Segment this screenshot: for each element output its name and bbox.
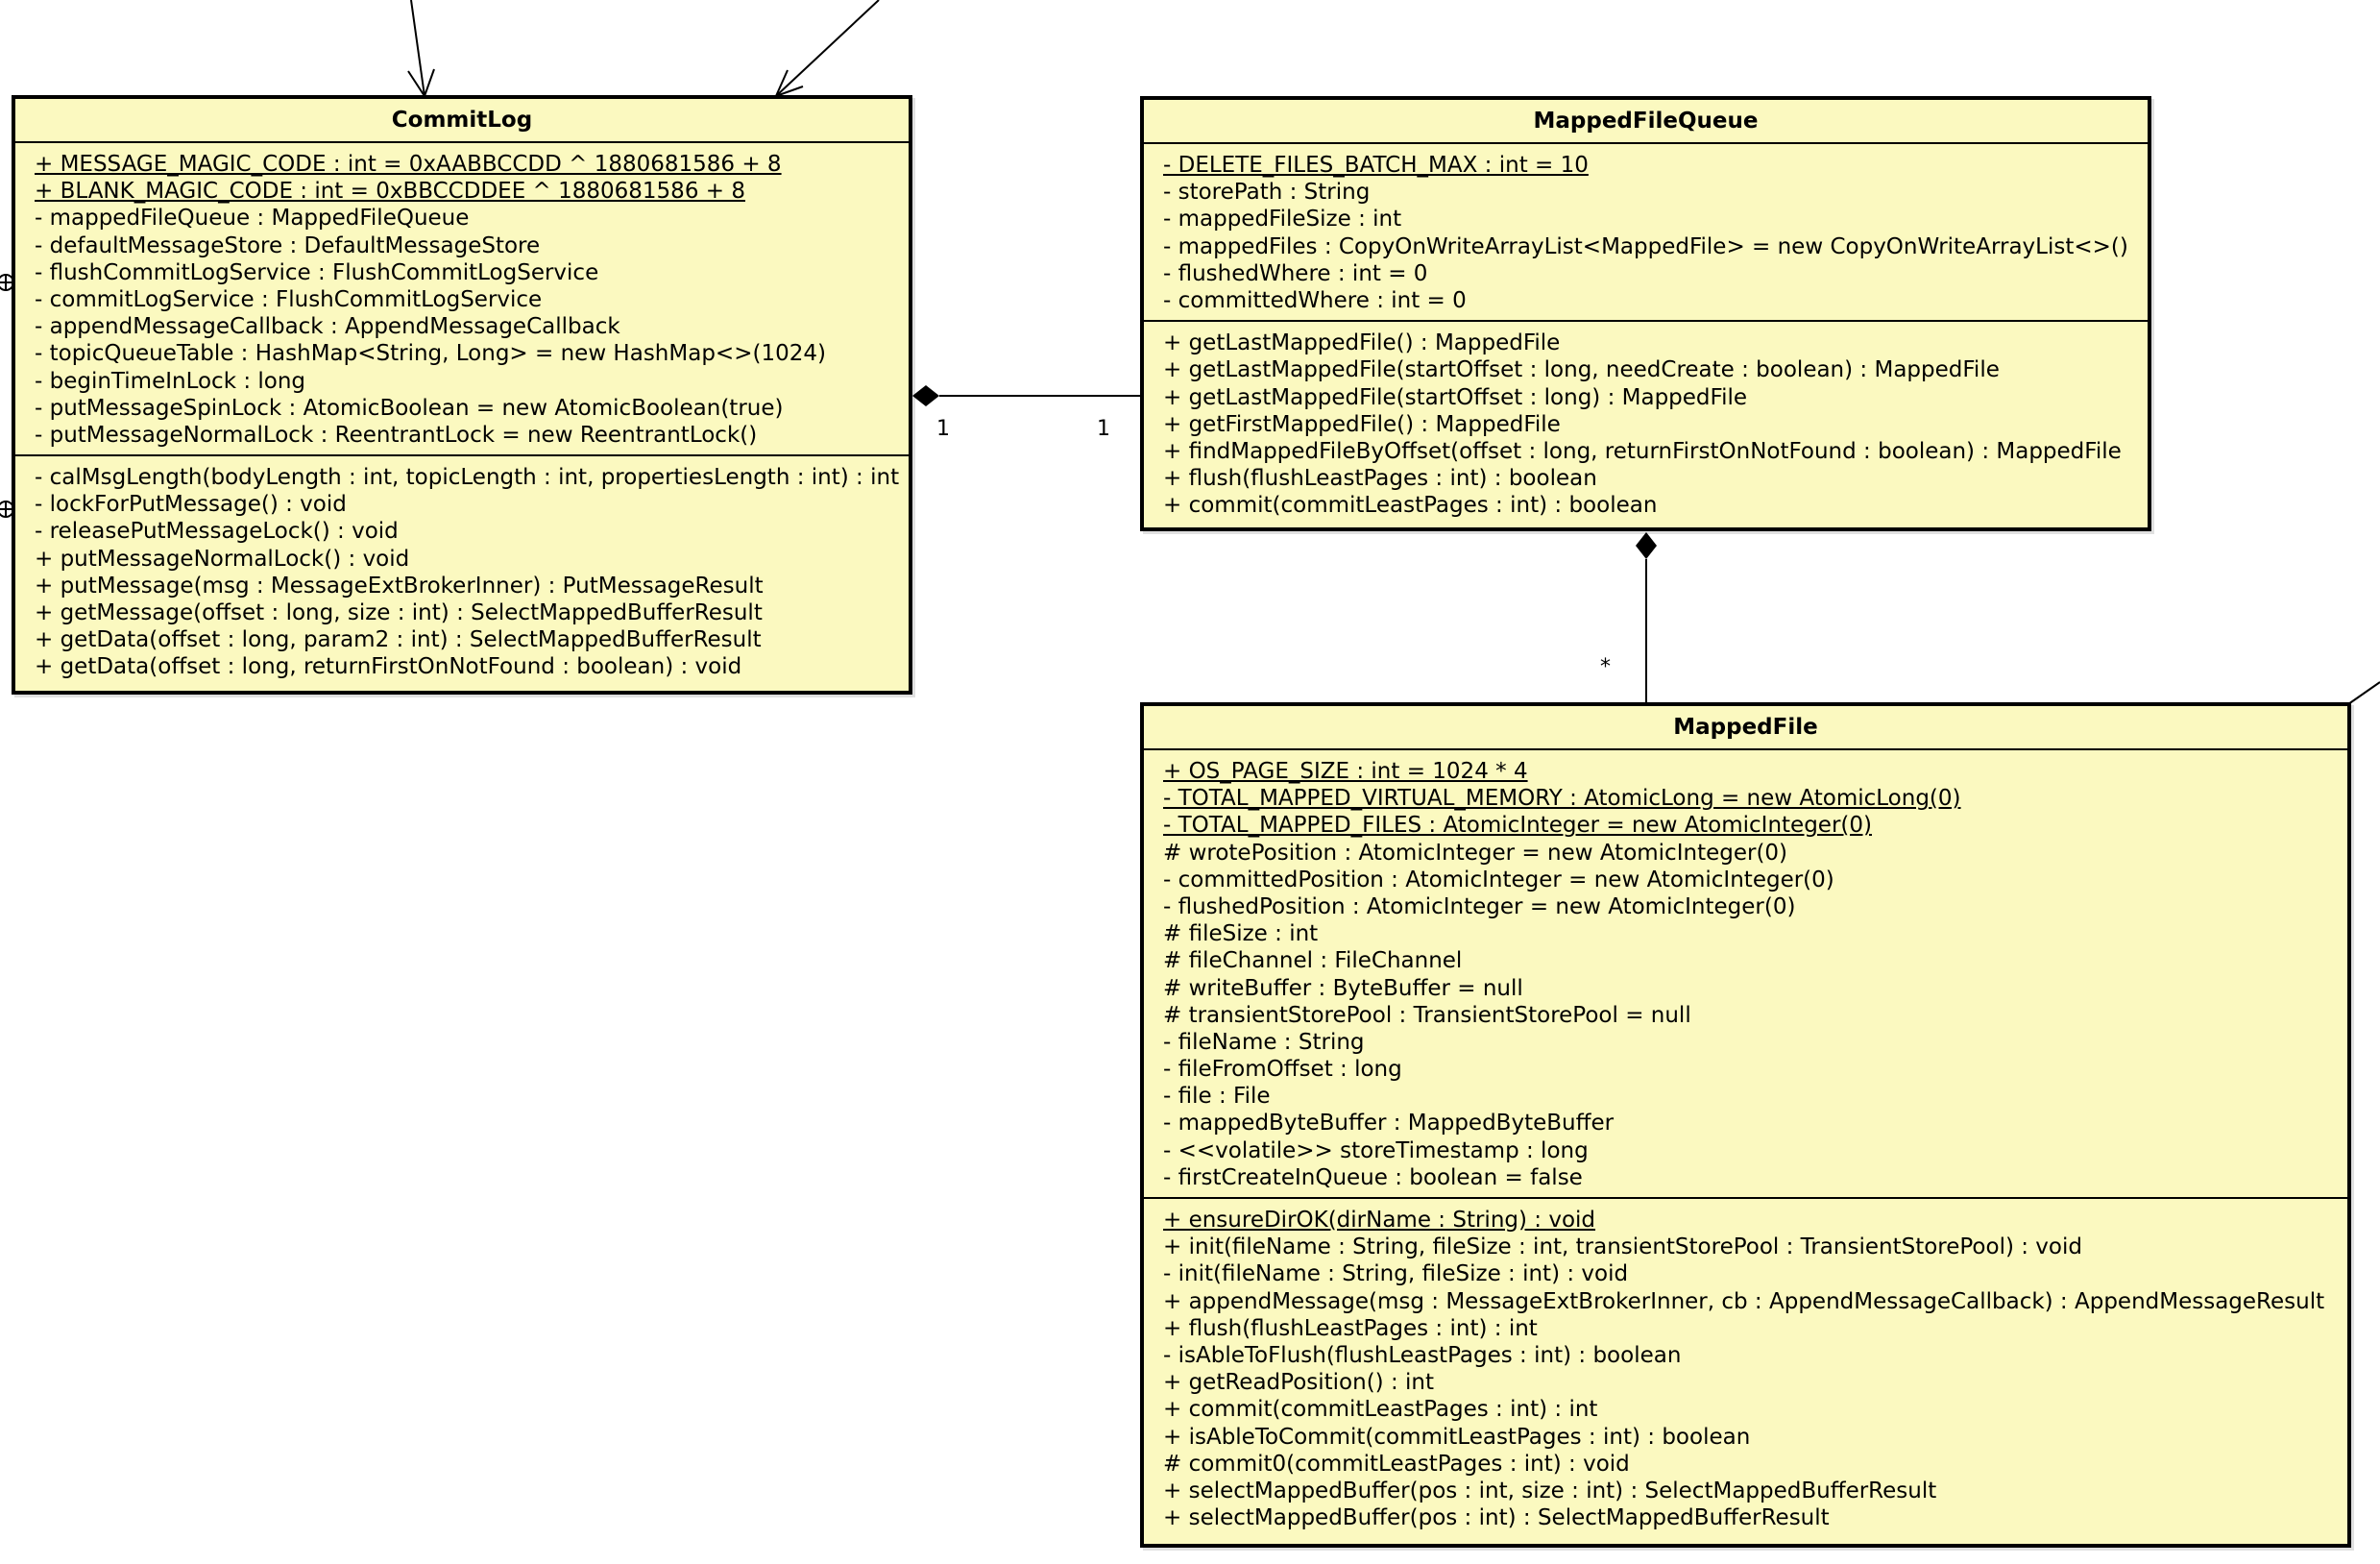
- class-commitlog[interactable]: CommitLog + MESSAGE_MAGIC_CODE : int = 0…: [12, 95, 912, 695]
- operation: + putMessage(msg : MessageExtBrokerInner…: [35, 573, 764, 599]
- operation: - lockForPutMessage() : void: [35, 492, 347, 518]
- operations-compartment: - calMsgLength(bodyLength : int, topicLe…: [15, 456, 909, 687]
- multiplicity-commitlog-end: 1: [936, 417, 950, 441]
- operations-compartment: + ensureDirOK(dirName : String) : void+ …: [1144, 1199, 2347, 1537]
- operation: + getLastMappedFile(startOffset : long) …: [1163, 384, 1748, 410]
- attribute: # fileChannel : FileChannel: [1163, 948, 1463, 974]
- operation: + getMessage(offset : long, size : int) …: [35, 600, 763, 625]
- attribute: - TOTAL_MAPPED_FILES : AtomicInteger = n…: [1163, 813, 1872, 839]
- operation: + getLastMappedFile() : MappedFile: [1163, 330, 1561, 356]
- operation: + getData(offset : long, param2 : int) :…: [35, 627, 762, 653]
- attribute: - <<volatile>> storeTimestamp : long: [1163, 1137, 1589, 1163]
- attribute: # writeBuffer : ByteBuffer = null: [1163, 975, 1523, 1001]
- multiplicity-mappedfile-end: *: [1600, 655, 1611, 679]
- attribute: - putMessageNormalLock : ReentrantLock =…: [35, 422, 758, 448]
- attribute: - mappedByteBuffer : MappedByteBuffer: [1163, 1111, 1615, 1136]
- attribute: - DELETE_FILES_BATCH_MAX : int = 10: [1163, 153, 1589, 178]
- attribute: - putMessageSpinLock : AtomicBoolean = n…: [35, 395, 784, 421]
- operation: + getData(offset : long, returnFirstOnNo…: [35, 654, 742, 680]
- operation: + putMessageNormalLock() : void: [35, 546, 410, 572]
- operation: + isAbleToCommit(commitLeastPages : int)…: [1163, 1424, 1751, 1450]
- operation: - calMsgLength(bodyLength : int, topicLe…: [35, 465, 900, 491]
- operation: + init(fileName : String, fileSize : int…: [1163, 1234, 2082, 1260]
- attributes-compartment: - DELETE_FILES_BATCH_MAX : int = 10- sto…: [1144, 144, 2148, 323]
- incoming-arrow-2: [774, 0, 880, 98]
- operation: + getFirstMappedFile() : MappedFile: [1163, 411, 1561, 437]
- class-mappedfilequeue[interactable]: MappedFileQueue - DELETE_FILES_BATCH_MAX…: [1140, 96, 2151, 531]
- composition-mappedfilequeue-mappedfile: [1636, 532, 1657, 705]
- operations-compartment: + getLastMappedFile() : MappedFile+ getL…: [1144, 322, 2148, 525]
- attribute: - defaultMessageStore : DefaultMessageSt…: [35, 232, 541, 258]
- attribute: # wrotePosition : AtomicInteger = new At…: [1163, 840, 1788, 866]
- attribute: - topicQueueTable : HashMap<String, Long…: [35, 341, 826, 367]
- attribute: - storePath : String: [1163, 180, 1371, 206]
- port-symbol-1: [0, 274, 14, 291]
- attribute: - committedWhere : int = 0: [1163, 287, 1467, 313]
- operation: + selectMappedBuffer(pos : int, size : i…: [1163, 1478, 1937, 1503]
- attributes-compartment: + MESSAGE_MAGIC_CODE : int = 0xAABBCCDD …: [15, 143, 909, 457]
- attribute: - flushCommitLogService : FlushCommitLog…: [35, 259, 599, 285]
- attribute: - file : File: [1163, 1084, 1271, 1110]
- operation: - init(fileName : String, fileSize : int…: [1163, 1261, 1629, 1287]
- operation: + flush(flushLeastPages : int) : int: [1163, 1315, 1538, 1341]
- attribute: - TOTAL_MAPPED_VIRTUAL_MEMORY : AtomicLo…: [1163, 786, 1961, 812]
- operation: + appendMessage(msg : MessageExtBrokerIn…: [1163, 1288, 2325, 1314]
- composition-commitlog-mappedfilequeue: [912, 385, 1141, 406]
- operation: + flush(flushLeastPages : int) : boolean: [1163, 466, 1597, 492]
- outgoing-line-right: [2347, 681, 2380, 705]
- attribute: # transientStorePool : TransientStorePoo…: [1163, 1002, 1691, 1028]
- class-mappedfile[interactable]: MappedFile + OS_PAGE_SIZE : int = 1024 *…: [1140, 702, 2351, 1548]
- attributes-compartment: + OS_PAGE_SIZE : int = 1024 * 4- TOTAL_M…: [1144, 750, 2347, 1199]
- operation: + ensureDirOK(dirName : String) : void: [1163, 1208, 1596, 1233]
- attribute: - flushedWhere : int = 0: [1163, 260, 1428, 286]
- operation: - releasePutMessageLock() : void: [35, 519, 399, 545]
- operation: + selectMappedBuffer(pos : int) : Select…: [1163, 1505, 1830, 1531]
- attribute: + BLANK_MAGIC_CODE : int = 0xBBCCDDEE ^ …: [35, 179, 745, 205]
- operation: + findMappedFileByOffset(offset : long, …: [1163, 438, 2122, 464]
- attribute: - mappedFiles : CopyOnWriteArrayList<Map…: [1163, 233, 2128, 259]
- attribute: - flushedPosition : AtomicInteger = new …: [1163, 893, 1796, 919]
- class-name: CommitLog: [15, 99, 909, 143]
- attribute: - firstCreateInQueue : boolean = false: [1163, 1164, 1583, 1190]
- class-name: MappedFile: [1144, 706, 2347, 750]
- operation: + commit(commitLeastPages : int) : boole…: [1163, 493, 1658, 519]
- attribute: - fileFromOffset : long: [1163, 1057, 1402, 1083]
- attribute: - appendMessageCallback : AppendMessageC…: [35, 314, 620, 340]
- class-name: MappedFileQueue: [1144, 100, 2148, 144]
- multiplicity-mappedfilequeue-end: 1: [1097, 417, 1110, 441]
- attribute: - beginTimeInLock : long: [35, 368, 306, 394]
- attribute: - fileName : String: [1163, 1029, 1365, 1055]
- attribute: + OS_PAGE_SIZE : int = 1024 * 4: [1163, 759, 1528, 784]
- attribute: # fileSize : int: [1163, 921, 1319, 947]
- attribute: + MESSAGE_MAGIC_CODE : int = 0xAABBCCDD …: [35, 152, 782, 177]
- attribute: - commitLogService : FlushCommitLogServi…: [35, 286, 543, 312]
- attribute: - mappedFileQueue : MappedFileQueue: [35, 206, 470, 232]
- attribute: - mappedFileSize : int: [1163, 207, 1402, 232]
- operation: - isAbleToFlush(flushLeastPages : int) :…: [1163, 1342, 1682, 1368]
- attribute: - committedPosition : AtomicInteger = ne…: [1163, 867, 1834, 892]
- operation: # commit0(commitLeastPages : int) : void: [1163, 1451, 1630, 1477]
- operation: + getLastMappedFile(startOffset : long, …: [1163, 357, 2000, 383]
- operation: + getReadPosition() : int: [1163, 1370, 1434, 1396]
- operation: + commit(commitLeastPages : int) : int: [1163, 1397, 1598, 1423]
- incoming-arrow-1: [407, 0, 435, 99]
